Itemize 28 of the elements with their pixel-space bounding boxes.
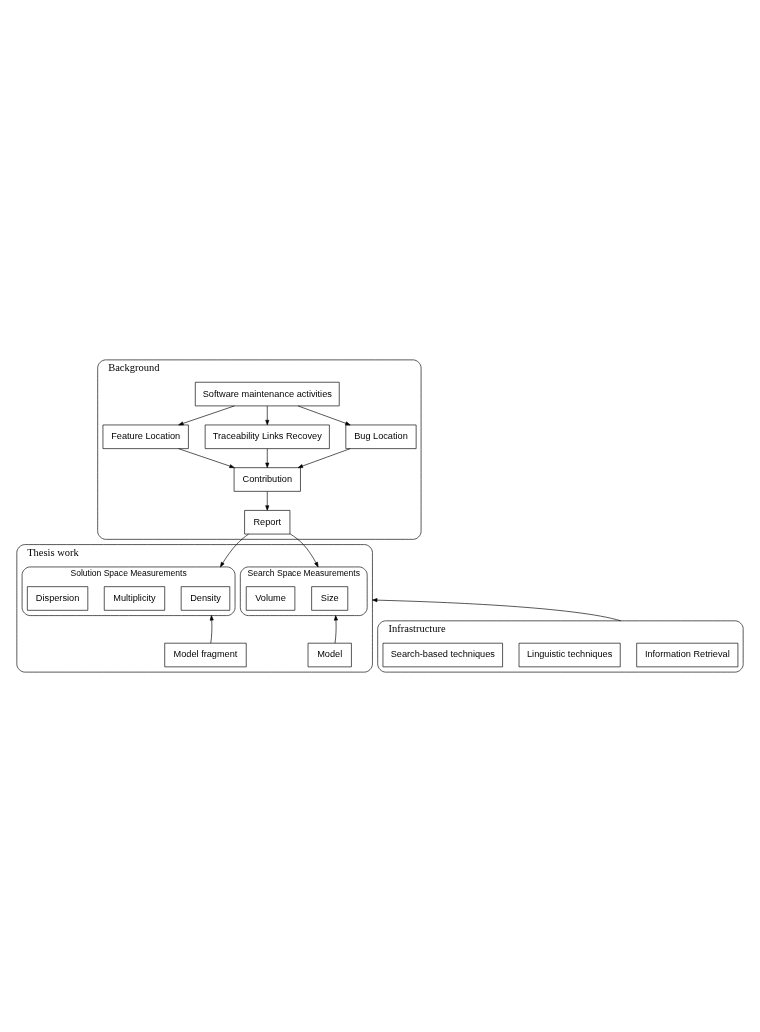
arrow	[178, 405, 235, 426]
node-box: Volume	[245, 586, 296, 611]
arrow	[220, 533, 249, 568]
arrow	[178, 448, 235, 468]
node-box: Multiplicity	[103, 586, 166, 611]
node-box: Linguistic techniques	[518, 642, 621, 668]
arrow	[372, 598, 622, 622]
arrow	[209, 615, 214, 644]
arrow	[289, 533, 319, 568]
node-box: Traceability Links Recovey	[204, 424, 330, 449]
arrow	[297, 405, 351, 426]
node-box: Search-based techniques	[382, 642, 503, 668]
node-box: Feature Location	[102, 424, 189, 449]
node-box: Dispersion	[27, 586, 89, 611]
node-box: Contribution	[233, 467, 301, 492]
node-box: Report	[244, 510, 291, 535]
arrow	[334, 615, 338, 644]
arrow	[297, 448, 351, 468]
node-box: Size	[311, 586, 349, 611]
node-box: Density	[180, 586, 231, 611]
arrow	[265, 491, 270, 511]
arrow	[265, 448, 270, 468]
node-box: Bug Location	[345, 424, 417, 449]
node-box: Model fragment	[164, 642, 247, 668]
node-box: Information Retrieval	[636, 642, 739, 668]
arrow	[265, 405, 270, 426]
node-box: Model	[307, 642, 352, 668]
node-box: Software maintenance activities	[194, 381, 340, 407]
